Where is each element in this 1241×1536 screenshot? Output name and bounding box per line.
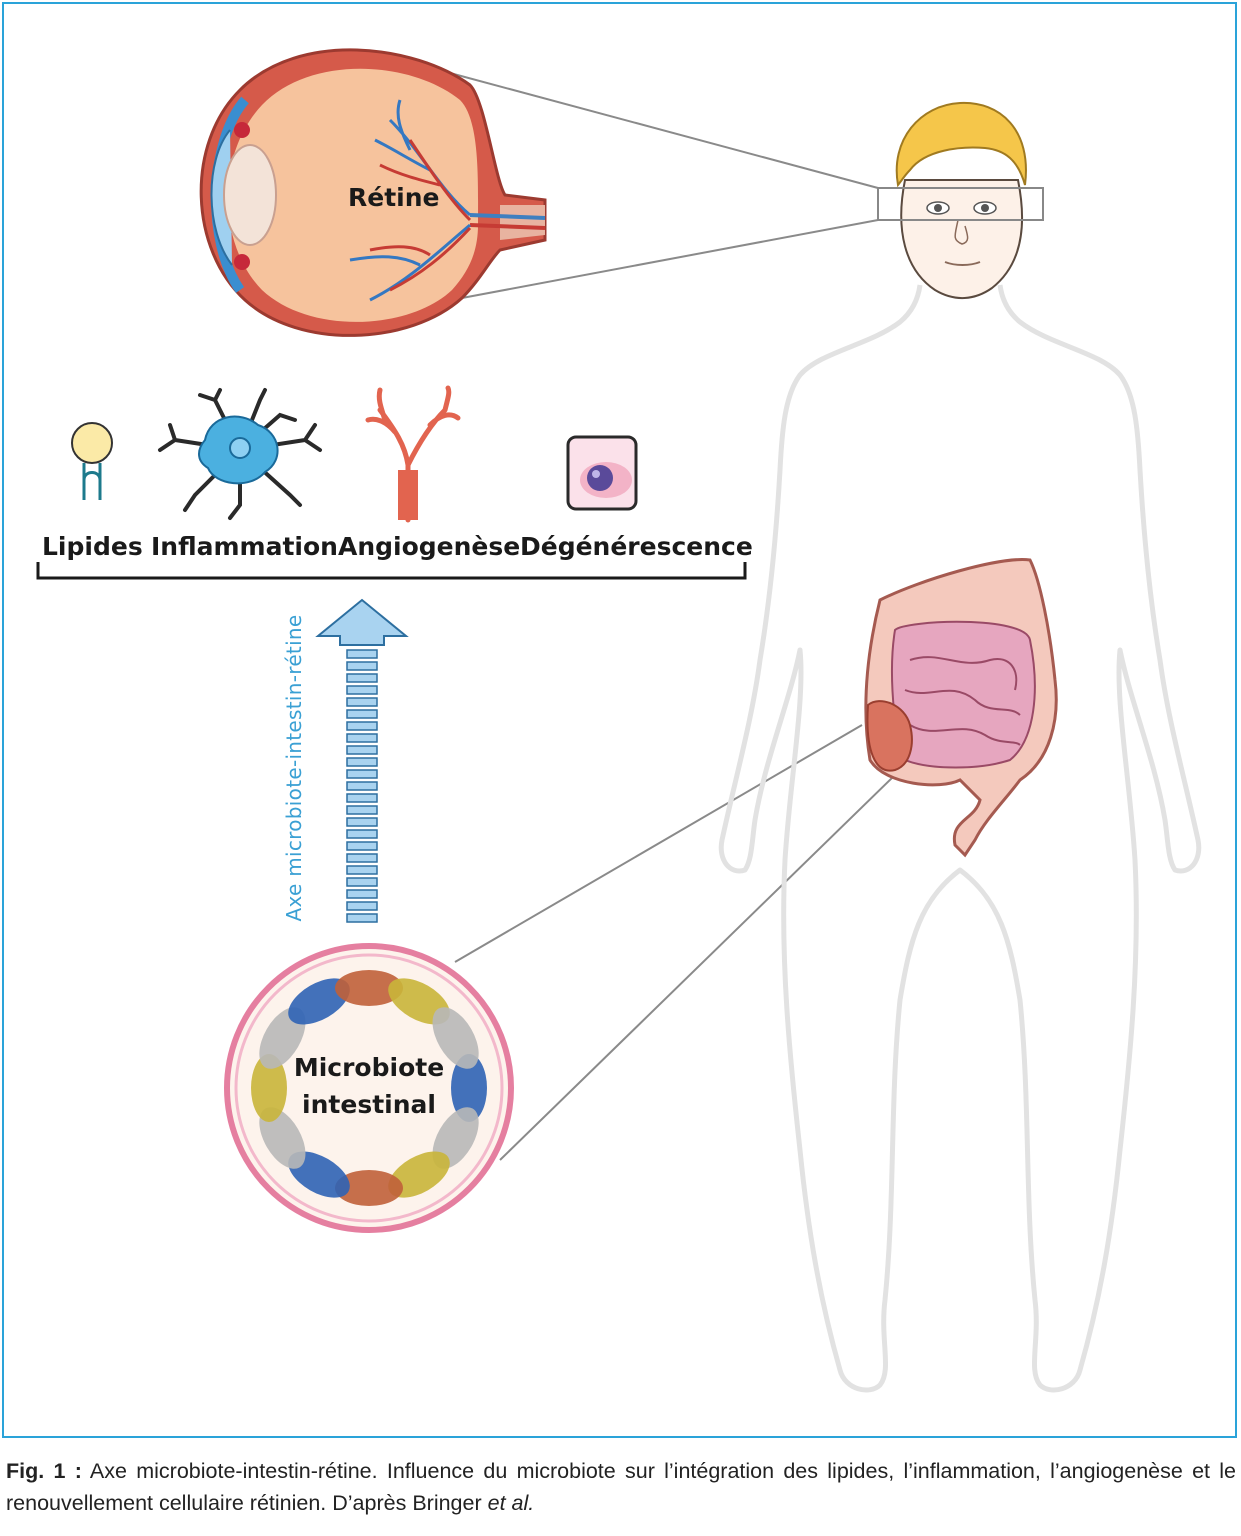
- effect-label-lipides: Lipides: [42, 532, 143, 561]
- bacterium: [288, 978, 350, 1025]
- lipid-icon: [71, 422, 113, 500]
- bacterium: [335, 970, 403, 1006]
- arrow-bar: [346, 745, 378, 755]
- caption-text: Axe microbiote-intestin-rétine. Influenc…: [6, 1459, 1237, 1515]
- bacterium: [432, 1107, 479, 1169]
- bacterium: [259, 1107, 306, 1169]
- effects-bracket: [36, 562, 747, 580]
- effect-label-inflammation: Inflammation: [151, 532, 338, 561]
- microbiote-circle: [224, 943, 514, 1233]
- arrow-bar: [346, 901, 378, 911]
- arrow-bar: [346, 721, 378, 731]
- bacterium: [451, 1054, 487, 1122]
- arrow-bar: [346, 733, 378, 743]
- axis-arrow: [315, 598, 409, 923]
- arrow-bar: [346, 841, 378, 851]
- arrow-bar: [346, 649, 378, 659]
- arrow-bar: [346, 805, 378, 815]
- arrow-bar: [346, 865, 378, 875]
- cell-icon: [566, 435, 638, 511]
- vessel-icon: [365, 385, 461, 523]
- arrow-bar: [346, 793, 378, 803]
- microbiote-label-line2: intestinal: [302, 1090, 436, 1119]
- effect-label-degenerescence: Dégénérescence: [520, 532, 753, 561]
- retine-label: Rétine: [348, 183, 440, 212]
- microglia-icon: [158, 388, 322, 520]
- arrow-bar: [346, 769, 378, 779]
- human-head: [877, 101, 1044, 300]
- bacterium: [388, 978, 450, 1025]
- caption-etal: et al.: [487, 1491, 535, 1515]
- bacterium: [335, 1170, 403, 1206]
- figure-caption: Fig. 1 : Axe microbiote-intestin-rétine.…: [6, 1455, 1236, 1519]
- arrow-bar: [346, 913, 378, 923]
- eye-illustration: [199, 48, 547, 337]
- arrow-bar: [346, 685, 378, 695]
- figure-frame: [2, 2, 1237, 1438]
- arrow-bar: [346, 817, 378, 827]
- arrow-bar: [346, 757, 378, 767]
- arrow-bar: [346, 853, 378, 863]
- bacterium: [288, 1151, 350, 1198]
- bacterium: [432, 1007, 479, 1069]
- arrow-bar: [346, 697, 378, 707]
- arrow-bar: [346, 889, 378, 899]
- bacterium: [388, 1151, 450, 1198]
- axis-label: Axe microbiote-intestin-rétine: [282, 614, 306, 922]
- arrow-bar: [346, 673, 378, 683]
- intestine-illustration: [864, 558, 1058, 858]
- human-body-outline: [718, 284, 1202, 1393]
- arrow-bar: [346, 709, 378, 719]
- effect-label-angiogenese: Angiogenèse: [338, 532, 521, 561]
- arrow-bar: [346, 781, 378, 791]
- caption-prefix: Fig. 1 :: [6, 1459, 82, 1483]
- arrow-bar: [346, 877, 378, 887]
- eye-connector-lines: [449, 72, 879, 299]
- arrow-bar: [346, 661, 378, 671]
- microbiote-label-line1: Microbiote: [293, 1053, 445, 1082]
- bacterium: [259, 1007, 306, 1069]
- microbiote-label: Microbiote intestinal: [294, 1053, 444, 1119]
- bacterium: [251, 1054, 287, 1122]
- diagram-artwork: [36, 48, 1202, 1393]
- gut-connector-lines: [454, 724, 896, 1161]
- arrow-bar: [346, 829, 378, 839]
